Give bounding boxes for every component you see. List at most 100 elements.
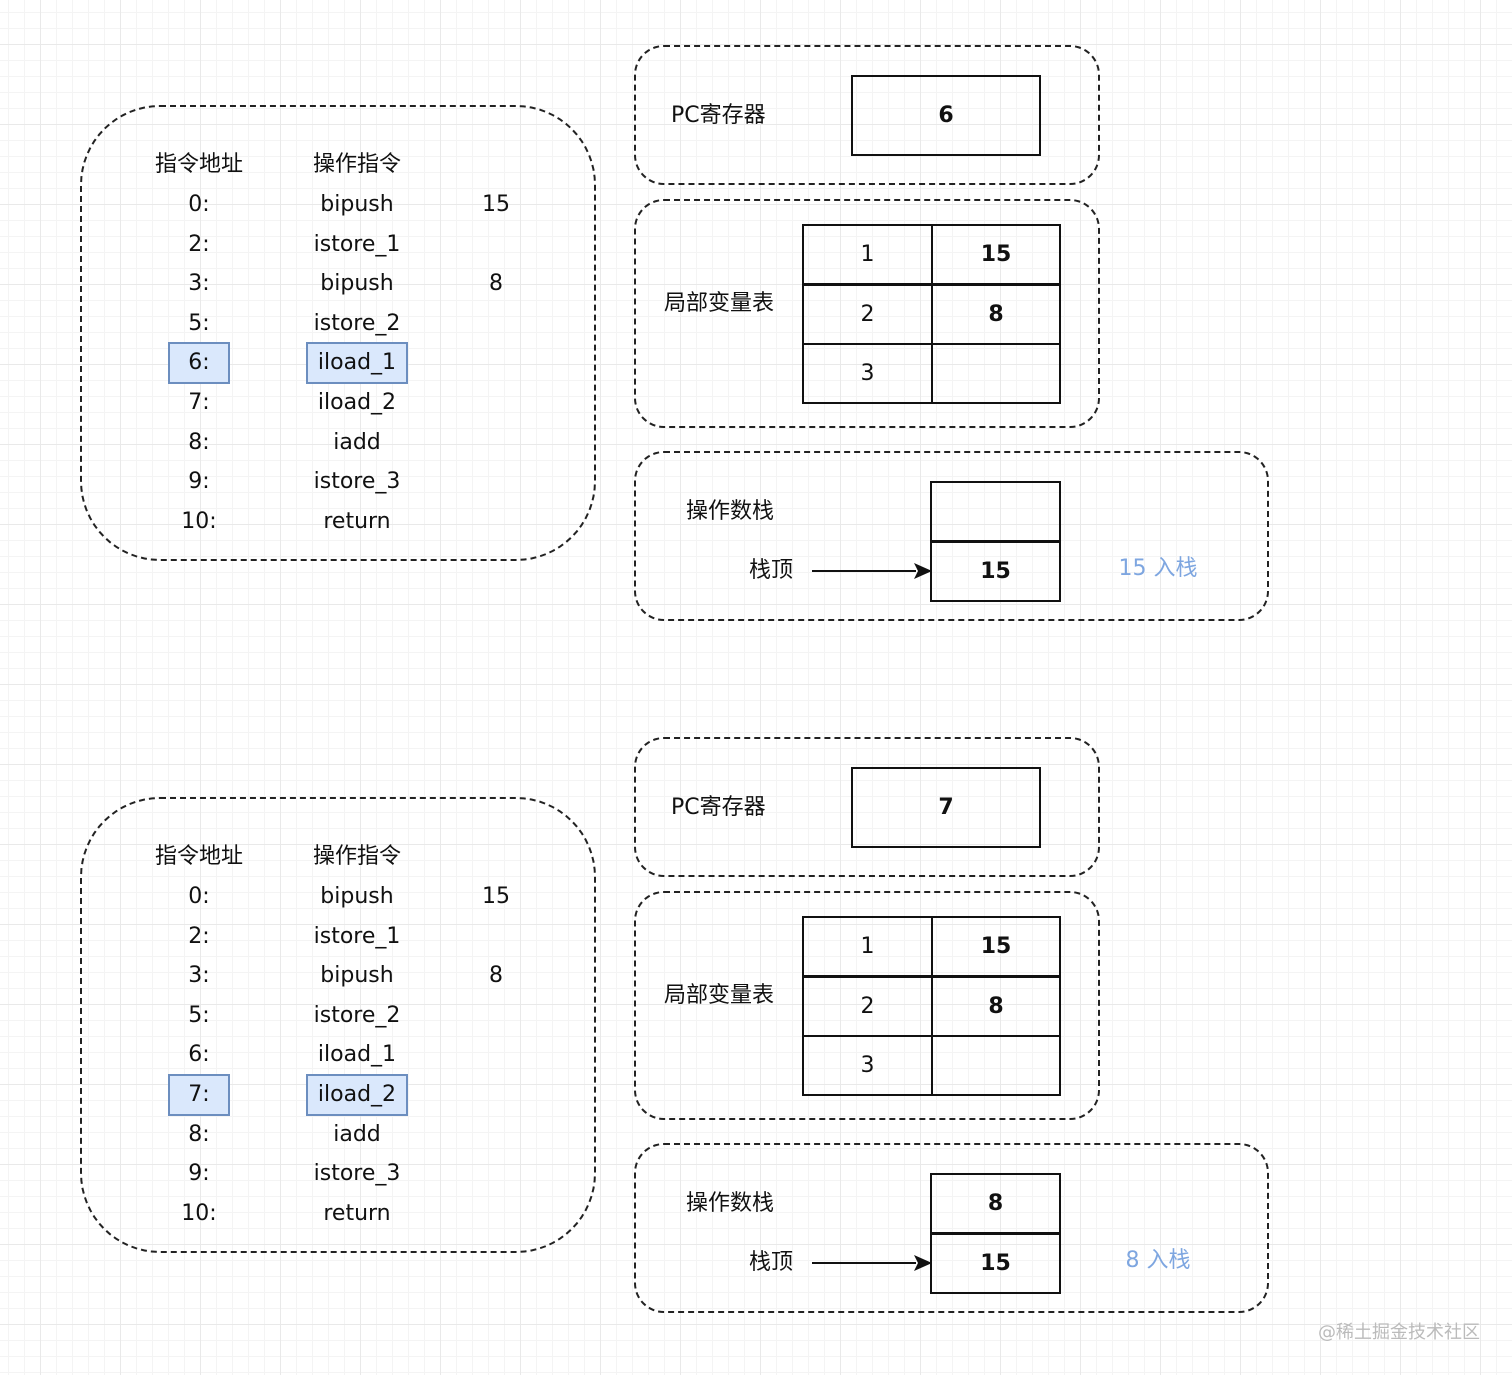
locals-value: 15 — [980, 242, 1012, 267]
instruction-addr: 0: — [188, 192, 210, 217]
instruction-op: return — [323, 508, 391, 534]
locals-value-cell: 15 — [931, 916, 1061, 977]
instruction-op: istore_3 — [313, 1161, 401, 1187]
instruction-op: return — [323, 1200, 391, 1226]
pc-label: PC寄存器 — [671, 795, 766, 820]
stack-top-arrow — [812, 1255, 932, 1271]
locals-value-cell — [931, 343, 1061, 404]
instruction-op: bipush — [320, 192, 394, 217]
stack-note: 15 入栈 — [1118, 556, 1198, 581]
stack-panel — [634, 451, 1269, 621]
locals-index: 3 — [860, 361, 875, 386]
locals-value-cell: 8 — [931, 975, 1061, 1037]
stack-cell: 15 — [930, 540, 1061, 602]
locals-value-cell — [931, 1035, 1061, 1096]
stack-label: 操作数栈 — [686, 1191, 775, 1216]
program-panel — [80, 105, 596, 561]
instruction-op: istore_2 — [313, 1002, 401, 1028]
locals-index: 3 — [860, 1053, 875, 1078]
locals-index-cell: 3 — [802, 1035, 933, 1096]
locals-value: 15 — [980, 934, 1012, 959]
stack-top-arrow — [812, 563, 932, 579]
instruction-op: istore_1 — [313, 231, 401, 257]
current-op-highlight — [306, 1074, 408, 1116]
instruction-op: iload_1 — [317, 1042, 397, 1068]
locals-label: 局部变量表 — [664, 983, 775, 1008]
pc-label: PC寄存器 — [671, 103, 766, 128]
current-op-highlight — [306, 342, 408, 385]
instruction-addr: 7: — [188, 390, 210, 415]
locals-index-cell: 2 — [802, 975, 933, 1037]
stack-cell: 8 — [930, 1173, 1061, 1234]
instruction-addr: 3: — [188, 271, 210, 297]
locals-index: 2 — [860, 301, 875, 327]
stack-note: 8 入栈 — [1125, 1248, 1191, 1273]
stack-top-label: 栈顶 — [749, 558, 794, 583]
current-addr-highlight — [168, 342, 230, 385]
instruction-addr: 7: — [188, 1082, 210, 1107]
instruction-addr: 10: — [181, 1200, 217, 1226]
locals-value-cell: 8 — [931, 283, 1061, 345]
program-panel — [80, 797, 596, 1253]
instruction-addr: 2: — [188, 231, 210, 257]
instruction-op: bipush — [320, 963, 394, 989]
instruction-addr: 10: — [181, 508, 217, 534]
current-addr-highlight — [168, 1074, 230, 1116]
pc-value-box: 7 — [851, 767, 1041, 848]
instruction-addr: 3: — [188, 963, 210, 989]
instruction-op: bipush — [320, 271, 394, 297]
pc-value: 6 — [938, 103, 954, 128]
instruction-op: iload_1 — [317, 350, 397, 376]
header-op: 操作指令 — [312, 844, 402, 869]
pc-value: 7 — [938, 795, 954, 820]
header-addr: 指令地址 — [154, 152, 244, 177]
stack-cell — [930, 481, 1061, 542]
instruction-arg: 8 — [489, 271, 503, 297]
header-addr: 指令地址 — [154, 844, 244, 869]
instruction-addr: 6: — [188, 350, 210, 376]
instruction-op: iadd — [333, 429, 381, 455]
instruction-addr: 6: — [188, 1042, 210, 1068]
pc-panel — [634, 45, 1100, 185]
instruction-op: istore_3 — [313, 469, 401, 495]
stack-label: 操作数栈 — [686, 499, 775, 524]
locals-value: 8 — [988, 993, 1004, 1019]
locals-label: 局部变量表 — [664, 291, 775, 316]
stack-top-label: 栈顶 — [749, 1250, 794, 1275]
instruction-addr: 9: — [188, 469, 210, 495]
stack-cell: 15 — [930, 1232, 1061, 1294]
instruction-op: istore_2 — [313, 310, 401, 336]
locals-index: 1 — [860, 934, 875, 959]
stack-panel — [634, 1143, 1269, 1313]
locals-index-cell: 1 — [802, 224, 933, 285]
instruction-op: iload_2 — [317, 390, 397, 415]
locals-index-cell: 3 — [802, 343, 933, 404]
locals-value-cell: 15 — [931, 224, 1061, 285]
locals-index: 1 — [860, 242, 875, 267]
locals-index-cell: 2 — [802, 283, 933, 345]
stack-value: 8 — [987, 1191, 1004, 1216]
instruction-op: istore_1 — [313, 923, 401, 949]
watermark: @稀土掘金技术社区 — [1318, 1322, 1480, 1343]
instruction-addr: 9: — [188, 1161, 210, 1187]
instruction-addr: 8: — [188, 429, 210, 455]
stack-value: 15 — [980, 558, 1011, 584]
instruction-addr: 5: — [188, 1002, 210, 1028]
locals-value: 8 — [988, 301, 1004, 327]
pc-panel — [634, 737, 1100, 877]
pc-value-box: 6 — [851, 75, 1041, 156]
instruction-addr: 8: — [188, 1121, 210, 1147]
header-op: 操作指令 — [312, 152, 402, 177]
instruction-arg: 8 — [489, 963, 503, 989]
instruction-op: iadd — [333, 1121, 381, 1147]
instruction-op: bipush — [320, 884, 394, 909]
instruction-op: iload_2 — [317, 1082, 397, 1107]
instruction-addr: 2: — [188, 923, 210, 949]
instruction-addr: 5: — [188, 310, 210, 336]
locals-index-cell: 1 — [802, 916, 933, 977]
locals-index: 2 — [860, 993, 875, 1019]
locals-panel — [634, 199, 1100, 428]
instruction-addr: 0: — [188, 884, 210, 909]
instruction-arg: 15 — [482, 192, 510, 217]
stack-value: 15 — [980, 1250, 1011, 1276]
